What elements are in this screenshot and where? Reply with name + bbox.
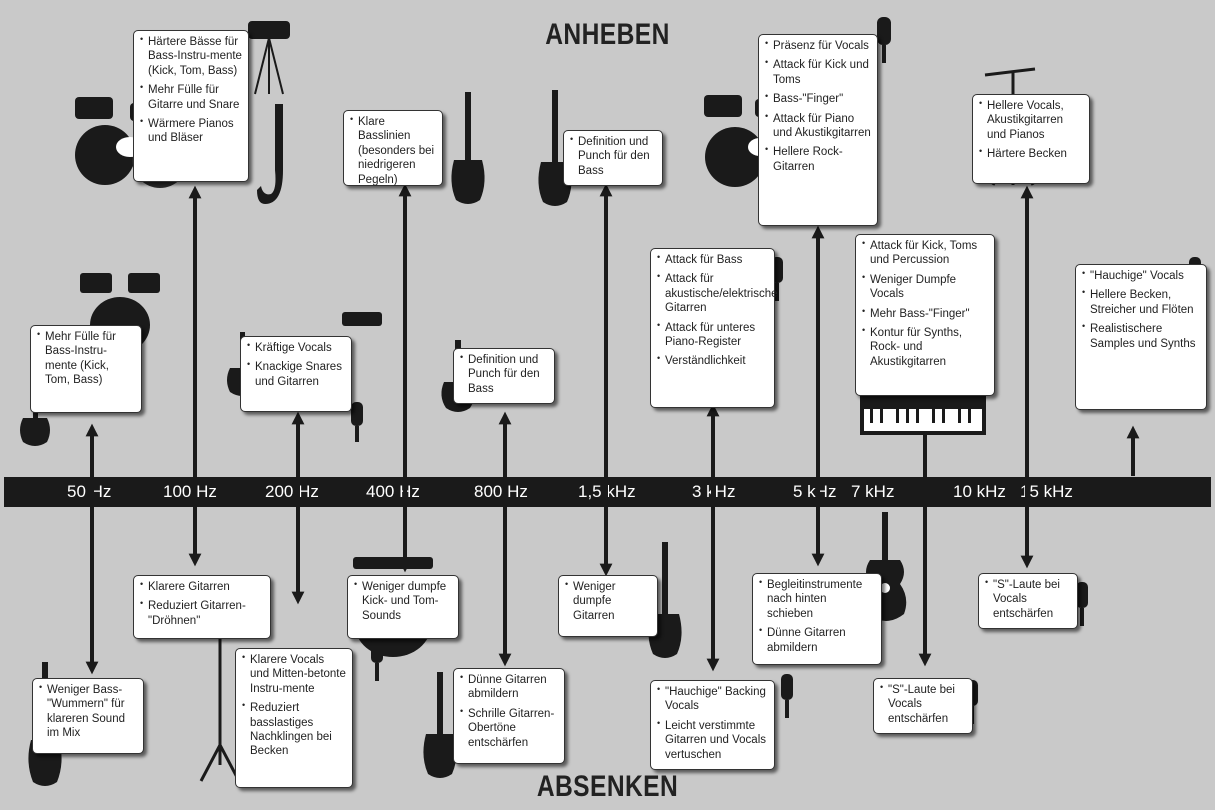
box-item: Härtere Bässe für Bass-Instru-mente (Kic… bbox=[140, 34, 242, 78]
boost-box-7khz: Attack für Kick, Toms und Percussion Wen… bbox=[855, 234, 995, 396]
box-item: Wärmere Pianos und Bläser bbox=[140, 116, 242, 146]
box-item: Hellere Rock-Gitarren bbox=[765, 144, 871, 174]
box-item: Attack für Kick, Toms und Percussion bbox=[862, 238, 988, 268]
box-item: "Hauchige" Backing Vocals bbox=[657, 684, 768, 714]
box-item: Weniger Bass-"Wummern" für klareren Soun… bbox=[39, 682, 137, 741]
cut-box-800hz: Dünne Gitarren abmildern Schrille Gitarr… bbox=[453, 668, 565, 764]
box-item: Dünne Gitarren abmildern bbox=[460, 672, 558, 702]
freq-label: 7 kHz bbox=[851, 482, 895, 501]
microphone-icon bbox=[371, 637, 383, 681]
title-cut: ABSENKEN bbox=[536, 770, 679, 803]
box-item: "S"-Laute bei Vocals entschärfen bbox=[880, 682, 966, 726]
box-item: Hellere Vocals, Akustikgitarren und Pian… bbox=[979, 98, 1083, 142]
box-item: Attack für Bass bbox=[657, 252, 768, 267]
cut-box-7khz: "S"-Laute bei Vocals entschärfen bbox=[873, 678, 973, 734]
box-item: Attack für unteres Piano-Register bbox=[657, 320, 768, 350]
box-item: Klarere Gitarren bbox=[140, 579, 264, 594]
box-item: Weniger dumpfe Kick- und Tom-Sounds bbox=[354, 579, 452, 623]
boost-box-800hz: Definition und Punch für den Bass bbox=[453, 348, 555, 404]
cut-box-5khz: Begleitinstrumente nach hinten schieben … bbox=[752, 573, 882, 665]
title-boost: ANHEBEN bbox=[545, 18, 670, 51]
drum-stand-icon bbox=[342, 312, 382, 326]
box-item: Definition und Punch für den Bass bbox=[570, 134, 656, 178]
boost-box-3khz: Attack für Bass Attack für akustische/el… bbox=[650, 248, 778, 408]
box-item: Klarere Vocals und Mitten-betonte Instru… bbox=[242, 652, 346, 696]
boost-box-400hz: Klare Basslinien (besonders bei niedrige… bbox=[343, 110, 443, 186]
box-item: Bass-"Finger" bbox=[765, 91, 871, 106]
box-item: Attack für Piano und Akustikgitarren bbox=[765, 111, 871, 141]
microphone-icon bbox=[877, 17, 891, 63]
cut-box-200hz: Klarere Vocals und Mitten-betonte Instru… bbox=[235, 648, 353, 788]
box-item: Verständlichkeit bbox=[657, 353, 768, 368]
bass-guitar-icon bbox=[451, 92, 485, 204]
cut-box-1-5khz: Weniger dumpfe Gitarren bbox=[558, 575, 658, 637]
box-item: Dünne Gitarren abmildern bbox=[759, 625, 875, 655]
box-item: Mehr Fülle für Bass-Instru-mente (Kick, … bbox=[37, 329, 135, 388]
box-item: "Hauchige" Vocals bbox=[1082, 268, 1200, 283]
microphone-icon bbox=[781, 674, 793, 718]
cut-box-400hz: Weniger dumpfe Kick- und Tom-Sounds bbox=[347, 575, 459, 639]
microphone-icon bbox=[1076, 582, 1088, 626]
keyboard-icon bbox=[860, 395, 986, 435]
box-item: Kräftige Vocals bbox=[247, 340, 345, 355]
cut-box-100hz: Klarere Gitarren Reduziert Gitarren-"Drö… bbox=[133, 575, 271, 639]
box-item: Attack für akustische/elektrische Gitarr… bbox=[657, 271, 778, 315]
box-item: Begleitinstrumente nach hinten schieben bbox=[759, 577, 875, 621]
box-item: Realistischere Samples und Synths bbox=[1082, 321, 1200, 351]
box-item: Schrille Gitarren-Obertöne entschärfen bbox=[460, 706, 558, 750]
box-item: Kontur für Synths, Rock- und Akustikgita… bbox=[862, 325, 988, 369]
box-item: Reduziert basslastiges Nachklingen bei B… bbox=[242, 700, 346, 759]
boost-box-1-5khz: Definition und Punch für den Bass bbox=[563, 130, 663, 186]
boost-box-50hz: Mehr Fülle für Bass-Instru-mente (Kick, … bbox=[30, 325, 142, 413]
boost-box-5khz: Präsenz für Vocals Attack für Kick und T… bbox=[758, 34, 878, 226]
freq-label: 10 kHz bbox=[953, 482, 1006, 501]
cut-box-10khz: "S"-Laute bei Vocals entschärfen bbox=[978, 573, 1078, 629]
microphone-icon bbox=[351, 402, 363, 442]
saxophone-icon bbox=[257, 104, 283, 204]
boost-box-10khz: Hellere Vocals, Akustikgitarren und Pian… bbox=[972, 94, 1090, 184]
box-item: Knackige Snares und Gitarren bbox=[247, 359, 345, 389]
box-item: Härtere Becken bbox=[979, 146, 1083, 161]
drum-stand-icon bbox=[248, 21, 290, 95]
boost-box-100hz: Härtere Bässe für Bass-Instru-mente (Kic… bbox=[133, 30, 249, 182]
box-item: Mehr Fülle für Gitarre und Snare bbox=[140, 82, 242, 112]
boost-box-200hz: Kräftige Vocals Knackige Snares und Gita… bbox=[240, 336, 352, 412]
box-item: Attack für Kick und Toms bbox=[765, 57, 871, 87]
box-item: "S"-Laute bei Vocals entschärfen bbox=[985, 577, 1071, 621]
box-item: Leicht verstimmte Gitarren und Vocals ve… bbox=[657, 718, 768, 762]
box-item: Präsenz für Vocals bbox=[765, 38, 871, 53]
electric-guitar-icon bbox=[423, 672, 457, 778]
boost-box-15khz: "Hauchige" Vocals Hellere Becken, Streic… bbox=[1075, 264, 1207, 410]
box-item: Mehr Bass-"Finger" bbox=[862, 305, 988, 321]
box-item: Definition und Punch für den Bass bbox=[460, 352, 548, 396]
box-item: Weniger dumpfe Gitarren bbox=[565, 579, 651, 623]
box-item: Weniger Dumpfe Vocals bbox=[862, 272, 988, 302]
box-item: Klare Basslinien (besonders bei niedrige… bbox=[350, 114, 436, 187]
box-item: Hellere Becken, Streicher und Flöten bbox=[1082, 287, 1200, 317]
box-item: Reduziert Gitarren-"Dröhnen" bbox=[140, 598, 264, 628]
cut-box-50hz: Weniger Bass-"Wummern" für klareren Soun… bbox=[32, 678, 144, 754]
cut-box-3khz: "Hauchige" Backing Vocals Leicht verstim… bbox=[650, 680, 775, 770]
